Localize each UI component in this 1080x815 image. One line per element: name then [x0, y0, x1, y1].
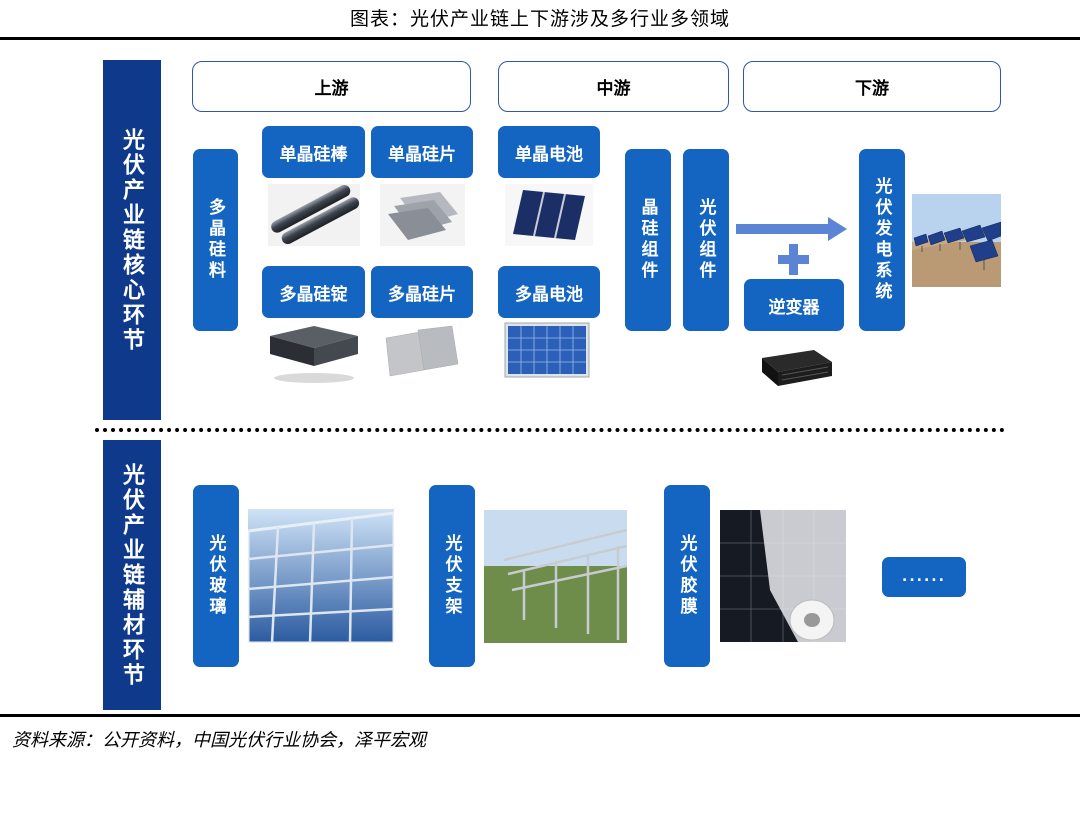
box-mono-cell: 单晶电池	[498, 126, 600, 178]
box-crystalline-module: 晶硅组件	[625, 149, 671, 331]
pv-bracket-image	[484, 510, 627, 643]
mono-cell-image	[505, 184, 593, 246]
pv-film-image	[720, 510, 846, 642]
box-more: ......	[882, 557, 966, 597]
bottom-rule	[0, 714, 1080, 717]
poly-ingot-image	[266, 322, 362, 384]
figure-title: 图表：光伏产业链上下游涉及多行业多领域	[349, 8, 730, 30]
box-pv-glass: 光伏玻璃	[193, 485, 239, 667]
top-rule	[0, 37, 1080, 40]
box-pv-film: 光伏胶膜	[664, 485, 710, 667]
box-inverter: 逆变器	[744, 279, 844, 331]
box-poly-ingot: 多晶硅锭	[262, 266, 365, 318]
sidebar-core: 光伏产业链核心环节	[103, 60, 161, 420]
box-pv-module: 光伏组件	[683, 149, 729, 331]
poly-cell-image	[504, 322, 590, 378]
source-note: 资料来源：公开资料，中国光伏行业协会，泽平宏观	[12, 730, 426, 751]
flow-arrow	[736, 216, 848, 242]
stage-upstream: 上游	[192, 61, 471, 112]
poly-wafer-image	[380, 322, 464, 384]
box-pv-system: 光伏发电系统	[859, 149, 905, 331]
box-poly-cell: 多晶电池	[498, 266, 600, 318]
inverter-image	[756, 344, 836, 390]
section-divider	[95, 428, 1005, 432]
pv-glass-image	[248, 509, 394, 643]
stage-midstream: 中游	[498, 61, 729, 112]
box-pv-bracket: 光伏支架	[429, 485, 475, 667]
mono-wafer-image	[380, 184, 465, 246]
box-poly-wafer: 多晶硅片	[371, 266, 473, 318]
box-mono-wafer: 单晶硅片	[371, 126, 473, 178]
stage-downstream: 下游	[743, 61, 1001, 112]
sidebar-auxiliary: 光伏产业链辅材环节	[103, 440, 161, 710]
mono-rod-image	[268, 184, 360, 246]
box-poly-silicon: 多晶硅料	[193, 149, 238, 331]
plus-icon	[778, 244, 809, 275]
solar-farm-image	[912, 194, 1001, 287]
box-mono-rod: 单晶硅棒	[262, 126, 365, 178]
